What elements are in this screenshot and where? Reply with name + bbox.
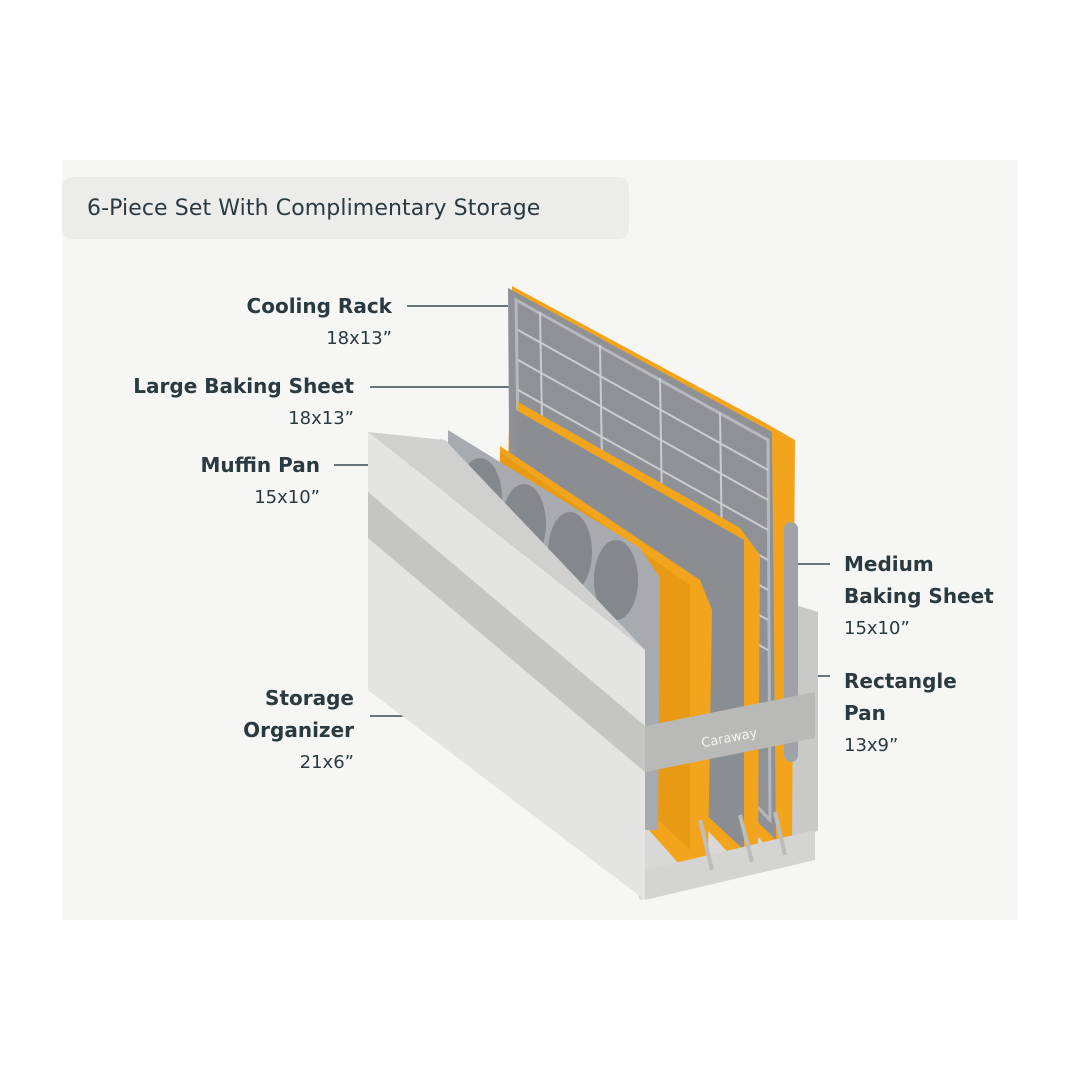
organizer-dividers <box>698 811 787 871</box>
callout-dimension: 18x13” <box>326 328 392 349</box>
title-pill: 6-Piece Set With Complimentary Storage <box>62 177 629 239</box>
page-title: 6-Piece Set With Complimentary Storage <box>87 195 541 221</box>
callout-large-baking-sheet: Large Baking Sheet 18x13” <box>133 370 354 436</box>
callout-name-line2: Pan <box>844 701 886 725</box>
organizer-top-edge <box>368 432 645 650</box>
callout-rectangle-pan: Rectangle Pan 13x9” <box>844 665 957 763</box>
organizer-base <box>645 830 815 900</box>
callout-cooling-rack: Cooling Rack 18x13” <box>247 290 392 356</box>
callout-name-line1: Rectangle <box>844 669 957 693</box>
callout-name-line2: Organizer <box>243 718 354 742</box>
callout-dimension: 15x10” <box>254 487 320 508</box>
callout-name-line1: Medium <box>844 552 934 576</box>
callout-dimension: 21x6” <box>299 752 354 773</box>
callout-dimension: 13x9” <box>844 735 899 756</box>
callout-dimension: 15x10” <box>844 618 910 639</box>
callout-name-line2: Baking Sheet <box>844 584 994 608</box>
callout-name: Large Baking Sheet <box>133 374 354 398</box>
callout-medium-baking-sheet: Medium Baking Sheet 15x10” <box>844 548 994 646</box>
organizer-strap-front <box>368 492 645 772</box>
callout-storage-organizer: Storage Organizer 21x6” <box>243 682 354 780</box>
callout-dimension: 18x13” <box>288 408 354 429</box>
callout-muffin-pan: Muffin Pan 15x10” <box>200 449 320 515</box>
callout-name: Cooling Rack <box>246 294 392 318</box>
organizer-strap-side <box>645 692 815 772</box>
callout-name: Muffin Pan <box>200 453 320 477</box>
organizer-front-wall <box>368 432 645 900</box>
callout-name-line1: Storage <box>265 686 354 710</box>
